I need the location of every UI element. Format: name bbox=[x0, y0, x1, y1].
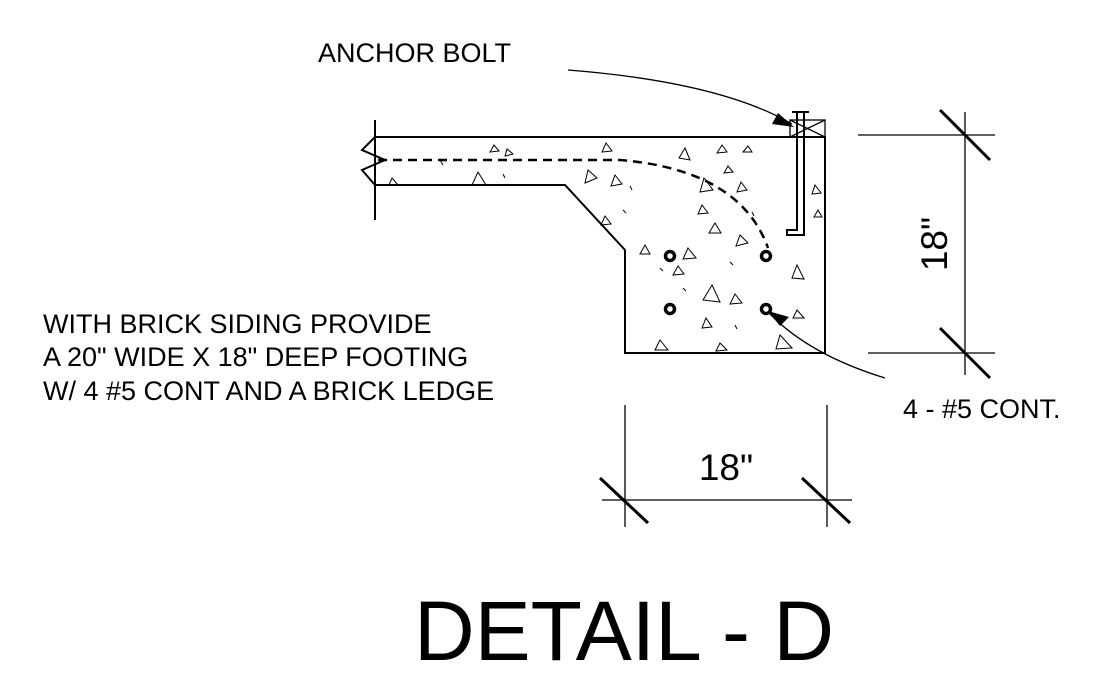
anchor-bolt bbox=[786, 111, 826, 236]
footing-outline bbox=[375, 136, 826, 354]
rebar-bottom-left bbox=[663, 302, 677, 316]
note-line-1: WITH BRICK SIDING PROVIDE bbox=[43, 309, 432, 339]
rebar-top-right bbox=[759, 249, 773, 263]
anchor-bolt-label: ANCHOR BOLT bbox=[318, 38, 511, 68]
rebar-leader bbox=[769, 313, 886, 379]
concrete-aggregate bbox=[388, 142, 823, 352]
anchor-bolt-arrowhead bbox=[772, 113, 794, 127]
rebar-arrowhead bbox=[768, 311, 789, 326]
anchor-bolt-leader bbox=[567, 69, 793, 125]
depth-dimension bbox=[858, 108, 995, 380]
rebar-top-left bbox=[663, 249, 677, 263]
depth-dimension-label: 18" bbox=[914, 217, 955, 271]
rebar-bars bbox=[663, 249, 773, 316]
width-dimension-label: 18" bbox=[699, 447, 753, 488]
note-line-2: A 20" WIDE X 18" DEEP FOOTING bbox=[43, 342, 468, 372]
dashed-reinforcement-line bbox=[378, 158, 770, 249]
note-line-3: W/ 4 #5 CONT AND A BRICK LEDGE bbox=[43, 376, 494, 406]
rebar-label: 4 - #5 CONT. bbox=[903, 394, 1061, 424]
width-dimension bbox=[598, 405, 852, 527]
detail-title: DETAIL - D bbox=[414, 584, 834, 676]
